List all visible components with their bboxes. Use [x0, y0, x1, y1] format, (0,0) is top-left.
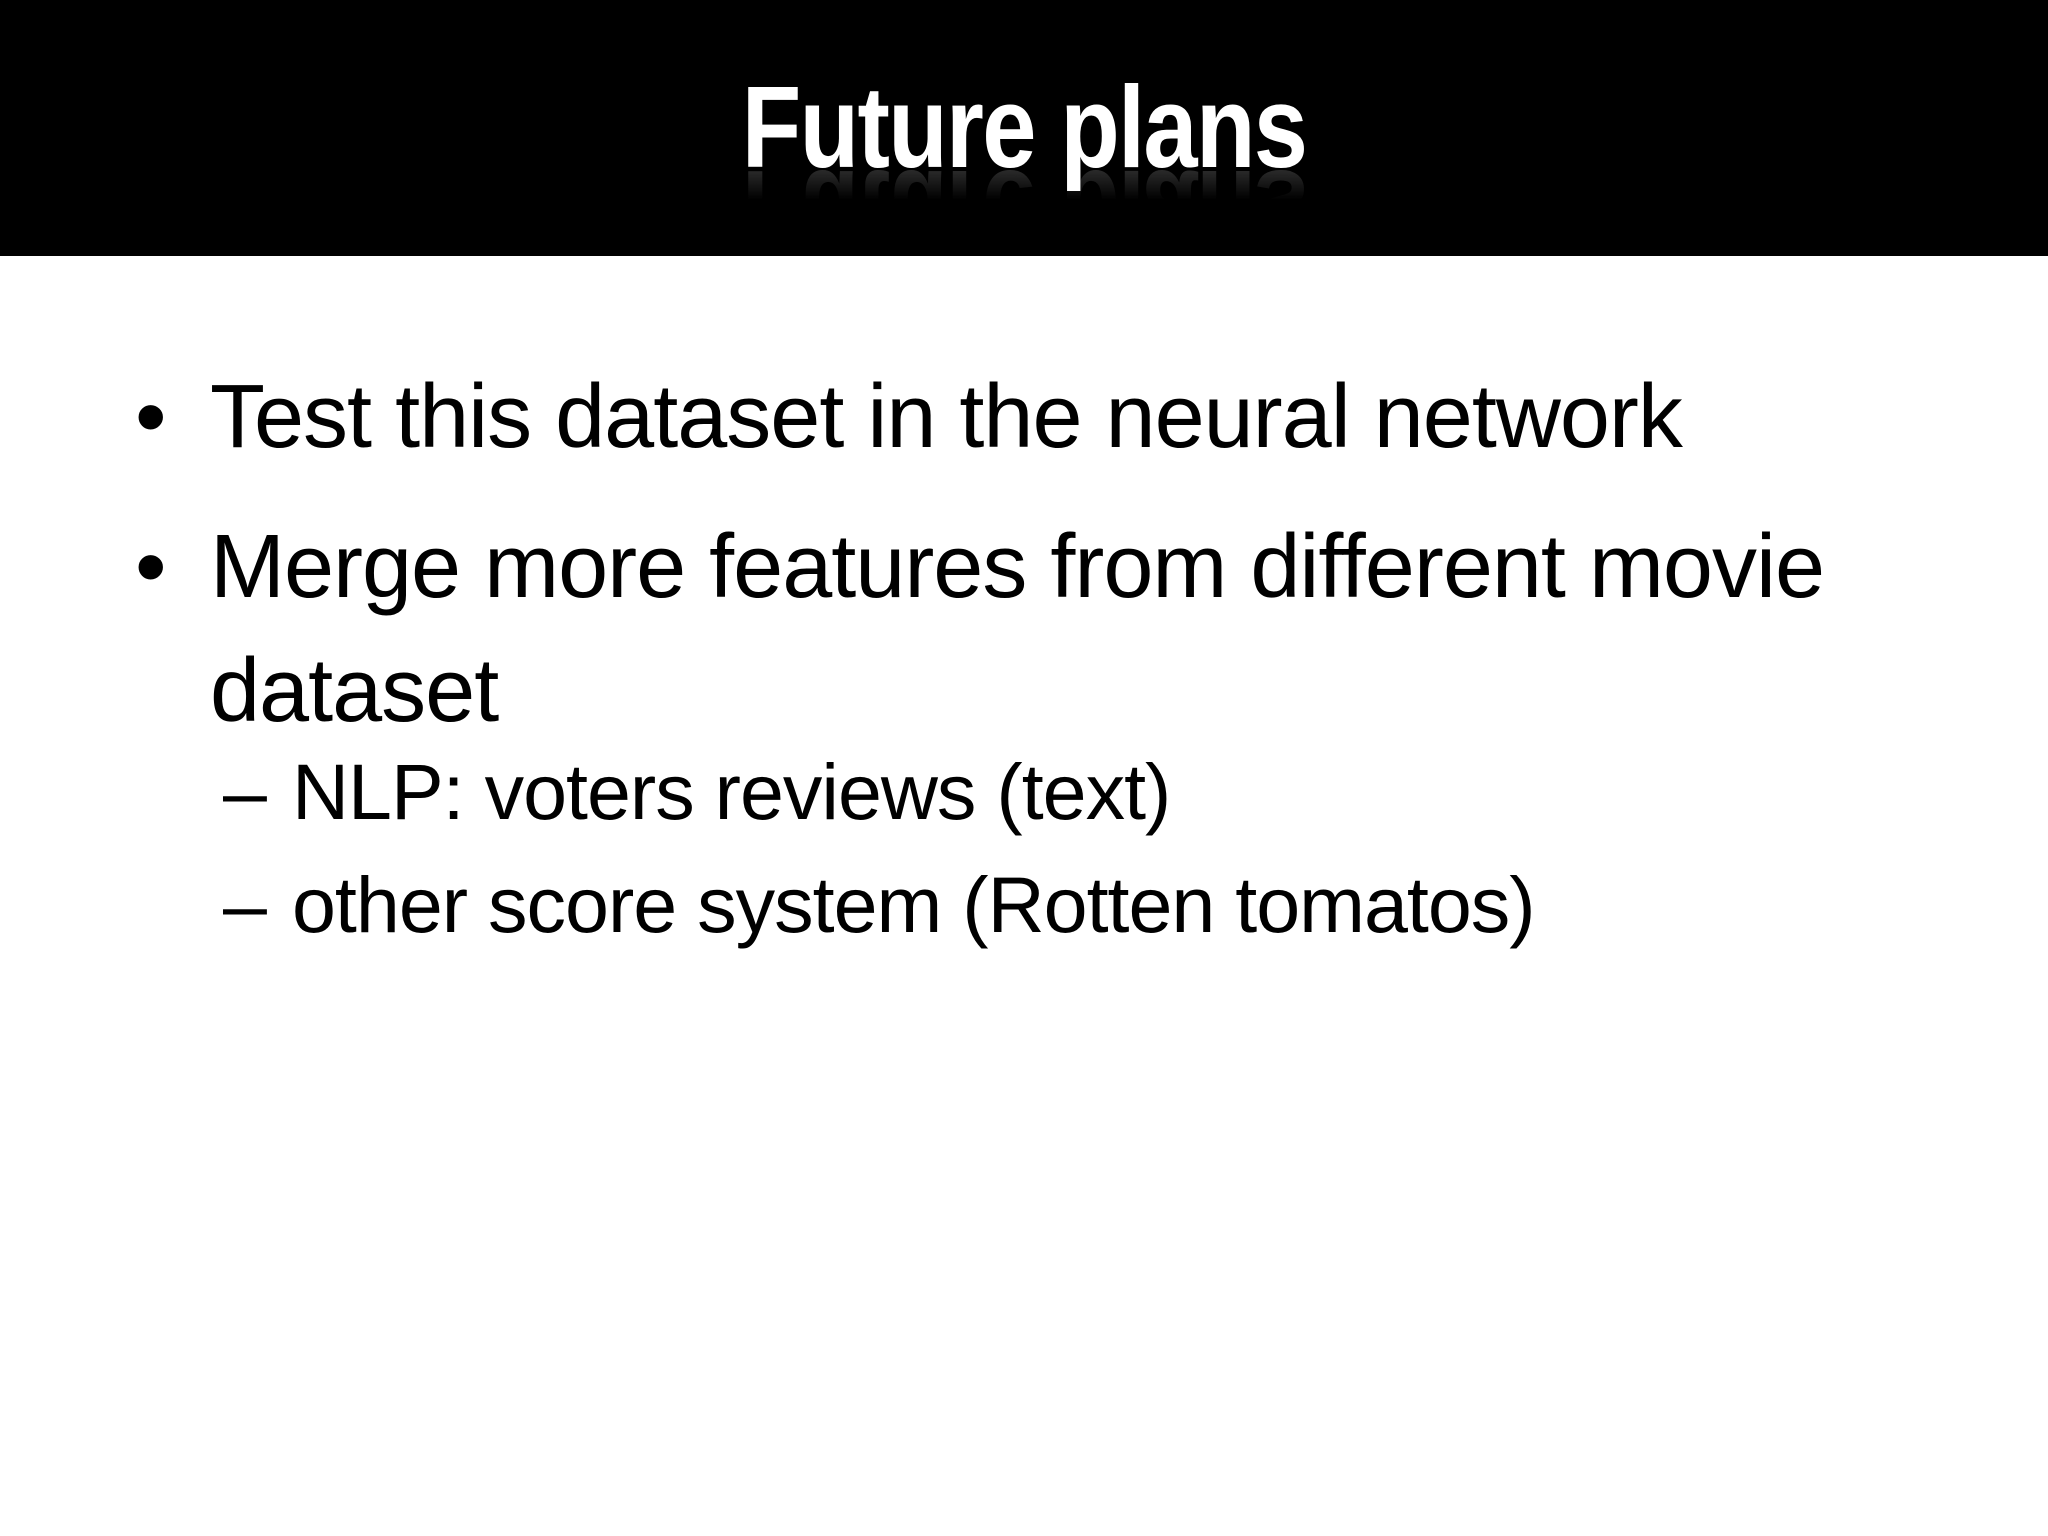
slide-title: Future plans: [741, 62, 1308, 193]
bullet-item: • Merge more features from different mov…: [135, 505, 1970, 753]
bullet-marker: •: [135, 517, 167, 617]
bullet-item: • Test this dataset in the neural networ…: [135, 355, 1970, 479]
bullet-text: Test this dataset in the neural network: [210, 367, 1683, 467]
sub-bullet-text: other score system (Rotten tomatos): [292, 860, 1536, 949]
title-bar: Future plans: [0, 0, 2048, 256]
sub-bullet-dash-marker: –: [223, 747, 267, 836]
sub-bullet-item: – NLP: voters reviews (text): [223, 735, 1171, 849]
sub-bullet-dash-marker: –: [223, 860, 267, 949]
bullet-text: Merge more features from different movie…: [210, 517, 1825, 741]
sub-bullet-item: – other score system (Rotten tomatos): [223, 848, 1536, 962]
bullet-marker: •: [135, 367, 167, 467]
sub-bullet-text: NLP: voters reviews (text): [292, 747, 1171, 836]
